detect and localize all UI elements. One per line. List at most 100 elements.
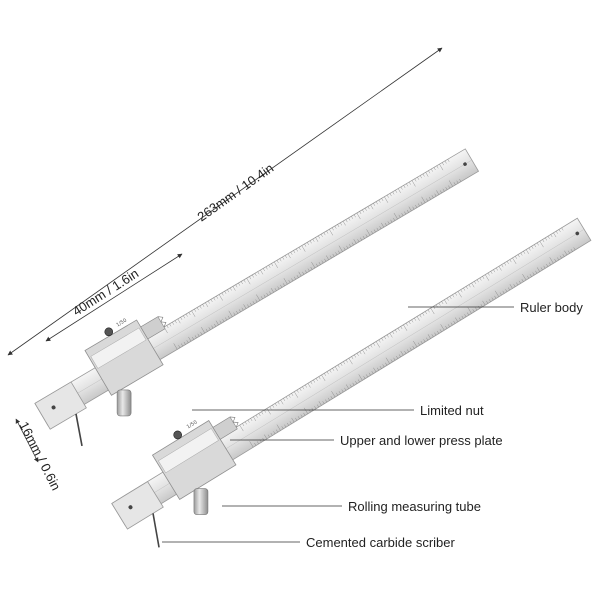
ruler-tick (396, 356, 399, 359)
ruler-tick (343, 361, 346, 365)
ruler-tick (461, 315, 464, 319)
ruler-tick (287, 422, 289, 426)
ruler-tick (242, 423, 245, 427)
callout-press-plate: Upper and lower press plate (230, 433, 503, 448)
ruler-tick (540, 267, 543, 271)
ruler-tick (504, 262, 507, 266)
ruler-tick (249, 441, 254, 448)
ruler-tick (261, 411, 264, 415)
ruler-tick (550, 234, 553, 238)
ruler-tick (267, 434, 270, 438)
ruler-tick (453, 320, 456, 324)
ruler-tick (317, 404, 319, 408)
ruler-tick (515, 256, 517, 259)
ruler-tick (276, 429, 278, 433)
ruler-tick (460, 289, 463, 293)
ruler-tick (509, 259, 512, 263)
ruler-tick (553, 232, 557, 238)
head-block-top (34, 381, 87, 430)
ruler-tick (304, 407, 308, 414)
ruler-tick (476, 279, 479, 283)
ruler-tick (331, 391, 336, 398)
ruler-tick (291, 417, 295, 423)
ruler-tick (297, 416, 300, 419)
ruler-tick (302, 386, 305, 390)
ruler-tick (324, 373, 326, 376)
ruler-tick (445, 187, 448, 190)
ruler-tick (506, 261, 509, 264)
ruler-tick (291, 393, 294, 396)
ruler-tick (488, 299, 491, 302)
ruler-tick (526, 249, 529, 254)
ruler-tick (495, 290, 499, 297)
ruler-tick (539, 241, 544, 248)
ruler-tick (335, 366, 338, 371)
ruler-tick (281, 426, 284, 429)
ruler-tick (310, 381, 313, 385)
ruler-tick (255, 414, 258, 418)
ruler-tick (382, 364, 385, 368)
ruler-tick (463, 287, 466, 291)
scriber-bottom (152, 513, 160, 548)
ruler-tick (474, 281, 477, 284)
callout-measuring-tube-label: Rolling measuring tube (348, 499, 481, 514)
ruler-tick (348, 358, 353, 365)
ruler-tick (258, 413, 261, 417)
ruler-tick (379, 366, 382, 369)
ruler-tick (280, 399, 284, 405)
ruler-tick (377, 367, 379, 371)
ruler-tick (546, 264, 549, 267)
ruler-tick (325, 399, 328, 403)
ruler-tick (307, 383, 311, 388)
ruler-tick (318, 401, 322, 406)
ruler-tick (329, 369, 332, 373)
ruler-tick (513, 284, 516, 287)
ruler-tick (485, 274, 490, 281)
ruler-tick (318, 376, 321, 380)
ruler-tick (366, 374, 369, 378)
ruler-tick (277, 401, 280, 405)
ruler-tick (512, 257, 517, 264)
ruler-tick (452, 294, 455, 298)
ruler-tick (455, 292, 457, 296)
ruler-tick (289, 421, 292, 424)
ruler-tick (341, 389, 344, 393)
ruler-tick (573, 247, 576, 251)
ruler-tick (482, 276, 485, 279)
ruler-tick (516, 282, 519, 286)
ruler-tick (495, 267, 498, 271)
measuring-tube-top (116, 389, 132, 417)
ruler-tick (303, 412, 306, 416)
scale-marking-bottom: 1/50 (186, 419, 199, 430)
callout-ruler-body-label: Ruler body (520, 300, 583, 315)
ruler-tick (340, 363, 343, 366)
callout-press-plate-label: Upper and lower press plate (340, 433, 503, 448)
ruler-tick (284, 424, 287, 428)
ruler-tick (457, 291, 462, 298)
ruler-tick (269, 406, 272, 410)
ruler-tick (536, 242, 539, 246)
callout-limited-nut: Limited nut (192, 403, 484, 418)
ruler-tick (373, 367, 377, 373)
ruler-tick (239, 425, 244, 432)
ruler-tick (326, 371, 329, 375)
ruler-tick (332, 368, 335, 371)
ruler-tick (315, 378, 318, 381)
dimension-length-label: 263mm / 10.4in (194, 160, 276, 224)
ruler-tick (536, 267, 540, 272)
ruler-tick (447, 159, 450, 162)
ruler-tick (352, 382, 355, 386)
ruler-tick (545, 237, 547, 241)
ruler-tick (322, 401, 325, 404)
ruler-tick (446, 297, 449, 301)
ruler-tick (482, 300, 486, 306)
ruler-tick (449, 296, 452, 300)
ruler-tick (509, 284, 513, 289)
callout-scriber-label: Cemented carbide scriber (306, 535, 456, 550)
ruler-tick (559, 255, 562, 259)
ruler-tick (305, 384, 307, 388)
dimension-thickness: 16mm / 0.6in (15, 418, 64, 493)
callout-limited-nut-label: Limited nut (420, 403, 484, 418)
ruler-tick (247, 419, 250, 423)
callout-ruler-body: Ruler body (408, 300, 583, 315)
